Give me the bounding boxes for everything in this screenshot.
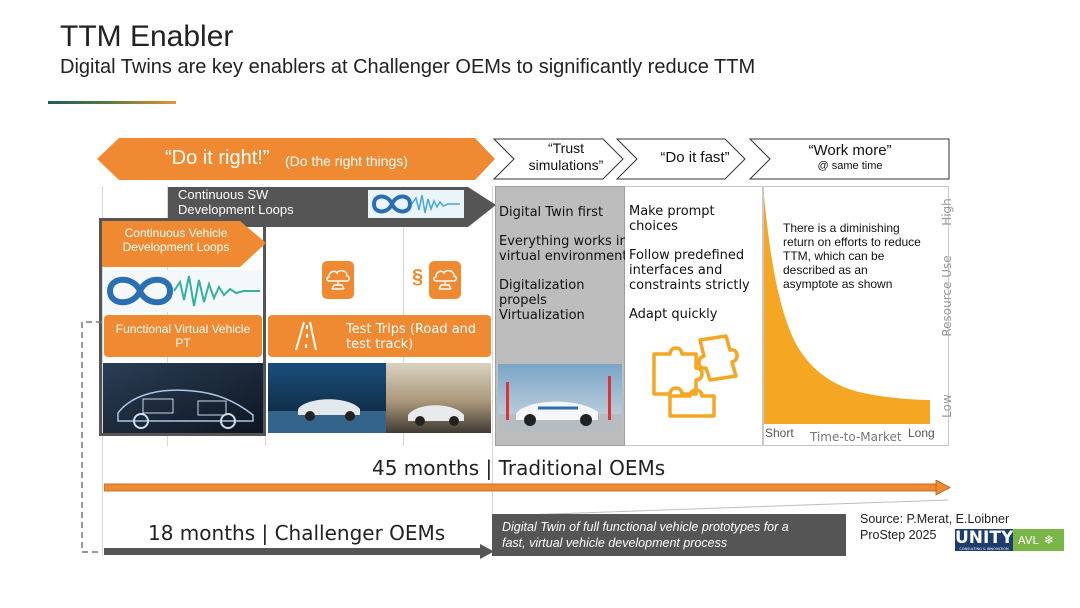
functional-line1: Functional Virtual Vehicle xyxy=(115,322,251,336)
infinity-wave-icon xyxy=(104,270,262,312)
trust-line2: simulations” xyxy=(528,157,604,173)
do-it-fast-label: “Do it fast” xyxy=(660,149,730,166)
chevron-row xyxy=(493,138,950,180)
callout-pointer xyxy=(493,499,949,517)
functional-virtual-vehicle-label: Functional Virtual Vehicle PT xyxy=(104,322,262,350)
trust-simulations-label: “Trust simulations” xyxy=(516,140,616,174)
avl-logo: AVL ❄ xyxy=(1013,529,1064,551)
callout-box xyxy=(492,514,846,556)
x-long-label: Long xyxy=(908,426,935,440)
title-underline xyxy=(48,101,176,104)
source-text: Source: P.Merat, E.Loibner ProStep 2025 xyxy=(860,511,1009,543)
fast-item-2: Follow predefined interfaces and constra… xyxy=(629,248,750,293)
asymptote-line3: TTM, which can be xyxy=(783,249,885,263)
avl-logo-text: AVL xyxy=(1018,534,1039,547)
vehicle-loop-arrow xyxy=(102,221,266,267)
test-trips-line2: test track) xyxy=(346,337,414,352)
cloud-car-icon xyxy=(429,261,461,299)
test-trips-label: Test Trips (Road and test track) xyxy=(346,322,476,352)
asymptote-text: There is a diminishing return on efforts… xyxy=(783,221,921,291)
callout-line2: fast, virtual vehicle development proces… xyxy=(502,536,728,550)
grid-line xyxy=(102,186,103,556)
sw-loop-line1: Continuous SW xyxy=(178,187,269,202)
dashed-connector xyxy=(81,321,102,553)
asymptote-line5: asymptote as shown xyxy=(783,277,893,291)
do-it-right-label: “Do it right!” xyxy=(165,147,270,169)
fast-item-2-line3: constraints strictly xyxy=(629,278,750,293)
section-symbol: § xyxy=(412,266,424,288)
dt-item-2: Everything works in virtual environment xyxy=(499,234,628,264)
simulation-car-image xyxy=(498,364,622,432)
infinity-wave-icon xyxy=(368,190,464,218)
road-icon xyxy=(295,321,317,351)
dt-item-3-line3: Virtualization xyxy=(499,308,585,323)
dt-item-2-line1: Everything works in xyxy=(499,234,628,249)
traditional-timeline-arrow xyxy=(104,480,951,496)
unity-logo-text: UNITY xyxy=(955,528,1014,548)
dt-item-2-line2: virtual environment xyxy=(499,249,628,264)
test-trips-line1: Test Trips (Road and xyxy=(346,322,477,337)
vehicle-loop-line2: Development Loops xyxy=(122,240,230,254)
source-line2: ProStep 2025 xyxy=(860,528,937,542)
dt-item-3-line2: propels xyxy=(499,293,547,308)
page-subtitle: Digital Twins are key enablers at Challe… xyxy=(60,56,756,78)
y-axis-label: Resource Use xyxy=(940,255,954,337)
vehicle-loop-label: Continuous Vehicle Development Loops xyxy=(106,226,246,254)
dt-item-3-line1: Digitalization xyxy=(499,278,585,293)
functional-virtual-vehicle-box xyxy=(104,315,262,357)
functional-line2: PT xyxy=(175,336,191,350)
callout-text: Digital Twin of full functional vehicle … xyxy=(502,519,789,551)
fast-item-3: Adapt quickly xyxy=(629,307,718,322)
virtual-vehicle-image xyxy=(103,363,263,433)
x-short-label: Short xyxy=(765,426,794,440)
page-title: TTM Enabler xyxy=(60,20,234,53)
unity-logo: UNITY CONSULTING & INNOVATION xyxy=(955,529,1013,551)
y-low-label: Low xyxy=(939,394,954,418)
fast-item-1: Make prompt choices xyxy=(629,204,715,234)
asymptote-line4: described as an xyxy=(783,263,868,277)
y-high-label: High xyxy=(939,198,954,226)
do-it-right-sublabel: (Do the right things) xyxy=(285,153,408,169)
callout-line1: Digital Twin of full functional vehicle … xyxy=(502,520,789,534)
work-more-label: “Work more” xyxy=(808,142,892,159)
dt-item-3: Digitalization propels Virtualization xyxy=(499,278,585,323)
road-test-image xyxy=(386,363,491,433)
unity-logo-subtext: CONSULTING & INNOVATION xyxy=(959,547,1009,551)
source-line1: Source: P.Merat, E.Loibner xyxy=(860,512,1010,526)
fast-item-1-line1: Make prompt xyxy=(629,204,715,219)
test-bench-image xyxy=(268,363,386,433)
work-more-sublabel: @ same time xyxy=(817,160,883,172)
fast-item-1-line2: choices xyxy=(629,219,678,234)
test-trips-box xyxy=(268,315,491,357)
fast-item-2-line2: interfaces and xyxy=(629,263,723,278)
puzzle-icon xyxy=(652,334,739,418)
challenger-timeline-arrow xyxy=(104,544,494,559)
snowflake-icon: ❄ xyxy=(1043,533,1055,547)
traditional-oem-label: 45 months | Traditional OEMs xyxy=(372,456,666,480)
asymptote-line1: There is a diminishing xyxy=(783,221,900,235)
fast-item-2-line1: Follow predefined xyxy=(629,248,745,263)
vehicle-loop-frame xyxy=(99,218,266,436)
cloud-car-icon xyxy=(322,261,354,299)
do-it-fast-column xyxy=(625,186,763,446)
y-axis-labels: High Resource Use Low xyxy=(940,195,954,427)
asymptote-line2: return on efforts to reduce xyxy=(783,235,921,249)
sw-loop-label: Continuous SW Development Loops xyxy=(178,187,294,217)
grid-line xyxy=(492,186,493,556)
trust-line1: “Trust xyxy=(547,140,585,156)
sw-loop-line2: Development Loops xyxy=(178,202,294,217)
x-axis-label: Time-to-Market xyxy=(810,430,902,444)
asymptote-curve xyxy=(764,195,930,424)
dt-item-1: Digital Twin first xyxy=(499,205,604,220)
challenger-oem-label: 18 months | Challenger OEMs xyxy=(148,521,446,545)
vehicle-loop-line1: Continuous Vehicle xyxy=(124,226,228,240)
do-it-right-arrow xyxy=(97,138,495,180)
